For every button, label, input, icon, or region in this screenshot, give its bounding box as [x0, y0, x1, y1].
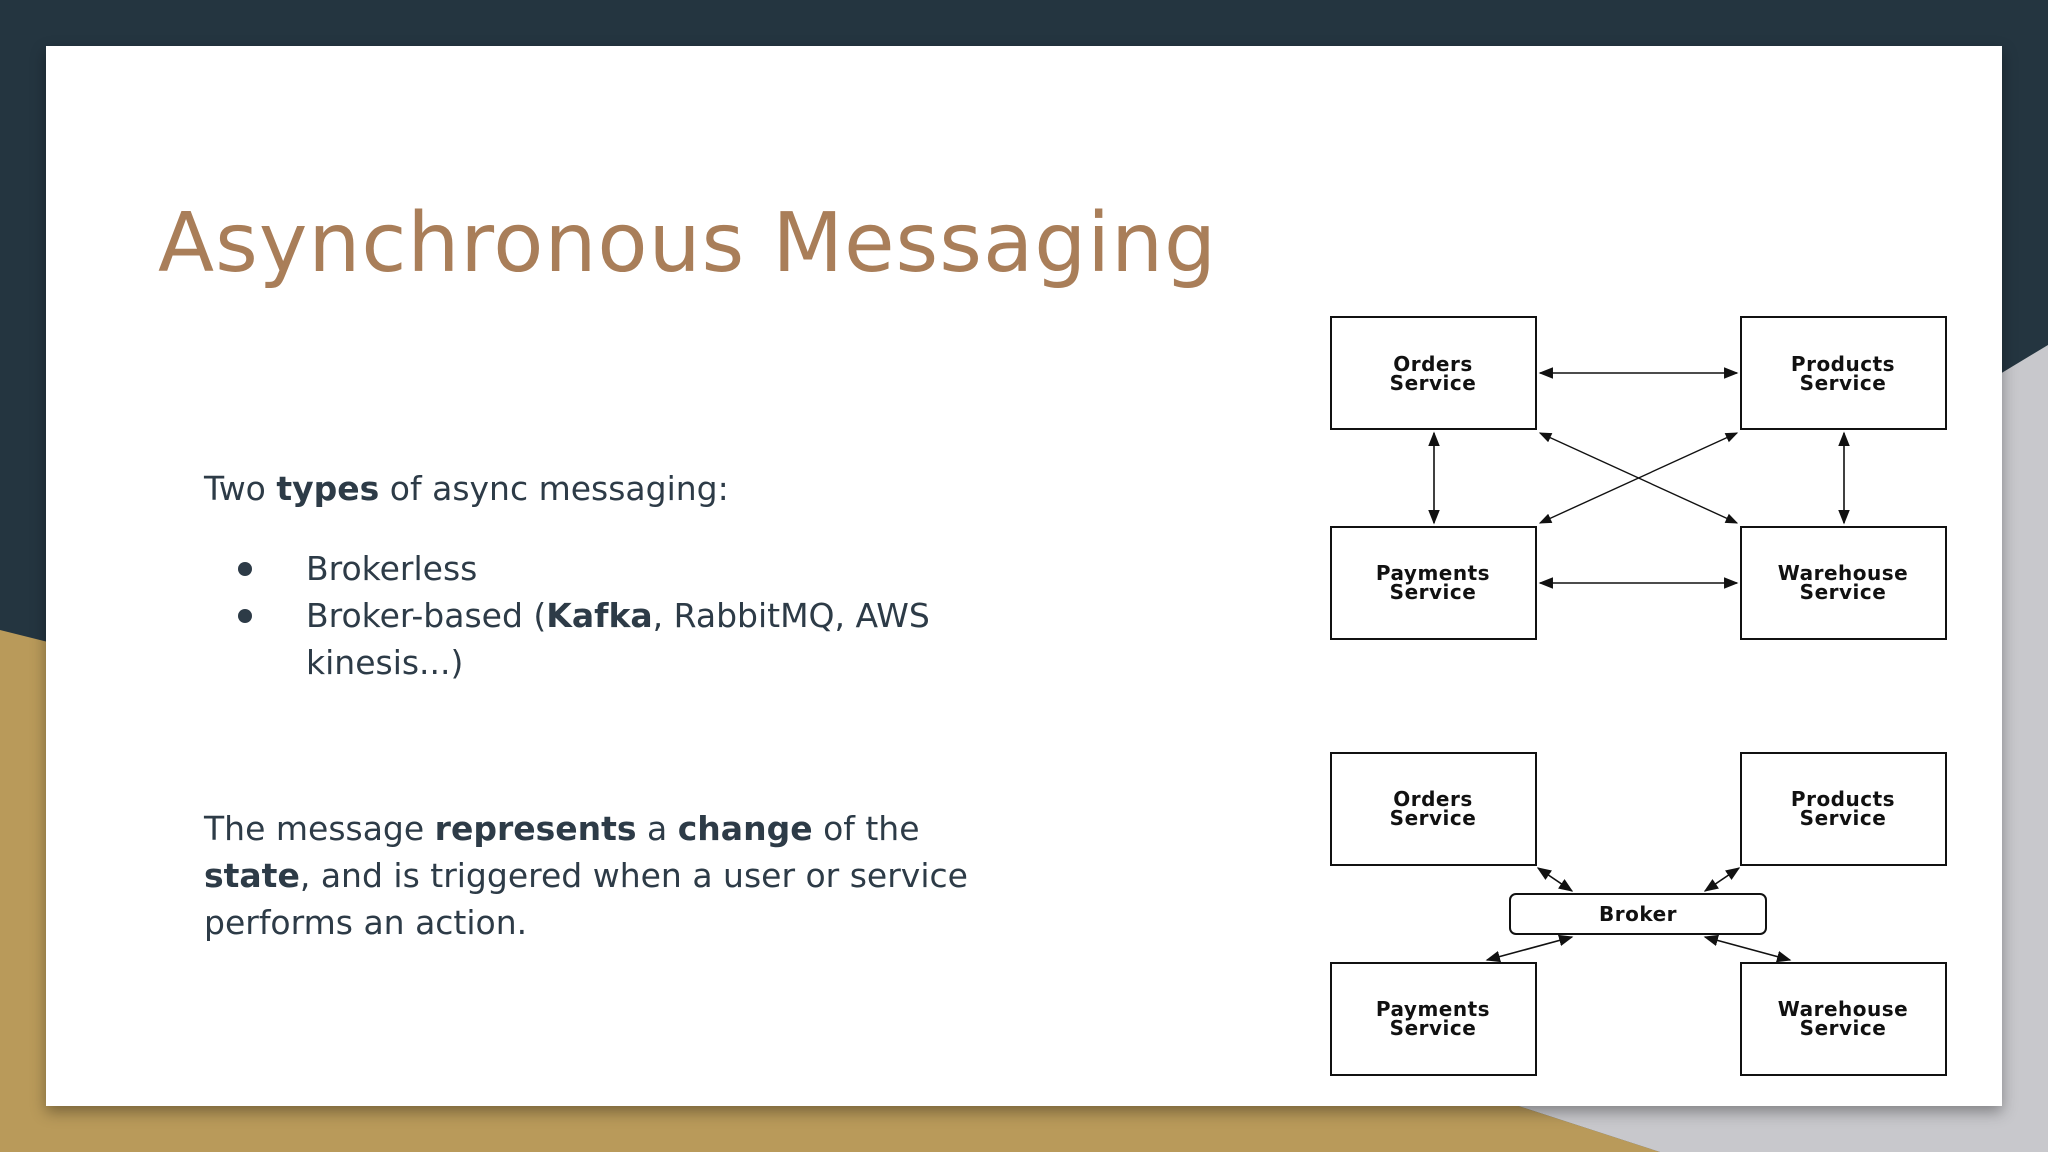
top-warehouse-service-box: Warehouse Service	[1740, 526, 1947, 640]
svg-text:Service: Service	[1390, 580, 1477, 604]
svg-text:Service: Service	[1390, 1016, 1477, 1040]
bullet-list: Brokerless Broker-based (Kafka, RabbitMQ…	[204, 545, 984, 686]
bottom-products-service-box: Products Service	[1740, 752, 1947, 866]
svg-text:Products: Products	[1791, 352, 1895, 376]
svg-text:Service: Service	[1800, 371, 1887, 395]
grey-wedge-right	[1990, 345, 2048, 1152]
bullet-item-broker-based: Broker-based (Kafka, RabbitMQ, AWS kines…	[204, 592, 984, 686]
bottom-warehouse-service-box: Warehouse Service	[1740, 962, 1947, 1076]
slide-title: Asynchronous Messaging	[158, 196, 1218, 291]
description-paragraph: The message represents a change of the s…	[204, 809, 968, 942]
grey-band-bottom	[1500, 1100, 2048, 1152]
gold-band-bottom	[0, 1100, 1660, 1152]
arrow-broker-warehouse	[1703, 934, 1792, 963]
arrow-products-payments	[1538, 432, 1739, 524]
brokerless-diagram: Orders Service Products Service Payments…	[1330, 316, 1947, 640]
svg-text:Warehouse: Warehouse	[1778, 561, 1908, 585]
intro-text: Two types of async messaging:	[204, 469, 729, 508]
bullet-dot	[238, 609, 252, 623]
svg-text:Orders: Orders	[1393, 787, 1473, 811]
bullet-item-brokerless: Brokerless	[204, 545, 984, 592]
svg-text:Products: Products	[1791, 787, 1895, 811]
svg-text:Warehouse: Warehouse	[1778, 997, 1908, 1021]
arrow-orders-broker	[1536, 867, 1574, 892]
svg-text:Orders: Orders	[1393, 352, 1473, 376]
svg-text:Broker: Broker	[1599, 902, 1677, 926]
top-orders-service-box: Orders Service	[1330, 316, 1537, 430]
bottom-orders-service-box: Orders Service	[1330, 752, 1537, 866]
arrow-broker-payments	[1485, 934, 1574, 963]
svg-text:Service: Service	[1390, 371, 1477, 395]
svg-text:Service: Service	[1390, 806, 1477, 830]
bullet-dot	[238, 562, 252, 576]
svg-text:Service: Service	[1800, 580, 1887, 604]
top-products-service-box: Products Service	[1740, 316, 1947, 430]
broker-box: Broker	[1509, 893, 1767, 935]
svg-text:Payments: Payments	[1376, 997, 1490, 1021]
arrow-products-broker	[1703, 867, 1741, 892]
bottom-payments-service-box: Payments Service	[1330, 962, 1537, 1076]
broker-diagram: Orders Service Products Service Payments…	[1330, 752, 1947, 1076]
svg-text:Service: Service	[1800, 806, 1887, 830]
top-payments-service-box: Payments Service	[1330, 526, 1537, 640]
svg-text:Payments: Payments	[1376, 561, 1490, 585]
svg-text:Service: Service	[1800, 1016, 1887, 1040]
